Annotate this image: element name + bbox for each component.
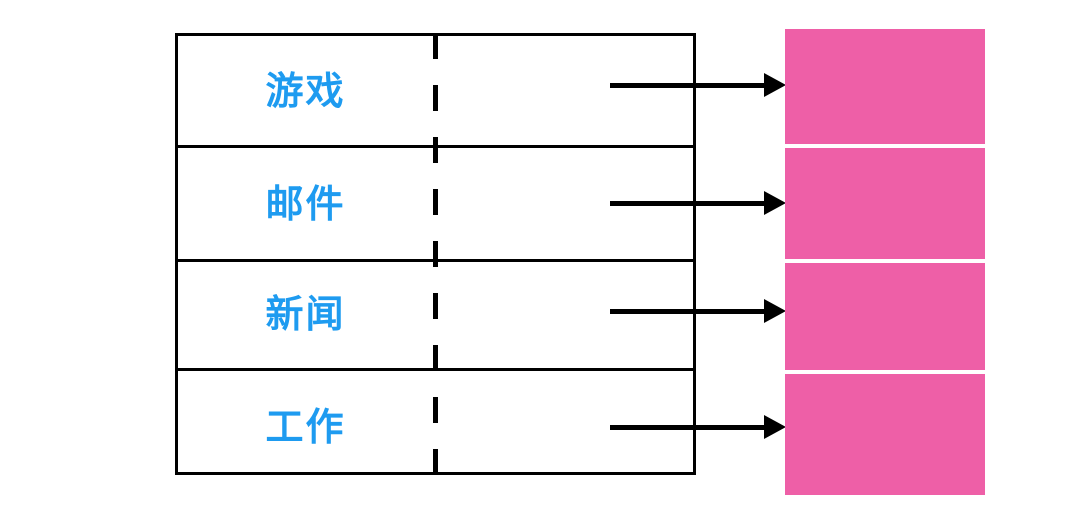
arrow-head xyxy=(764,73,786,97)
pink-block-3[interactable] xyxy=(785,263,985,370)
table-row[interactable]: 新闻 xyxy=(178,262,693,368)
row-label-mail: 邮件 xyxy=(265,182,346,226)
arrow-right-icon-3 xyxy=(610,299,786,323)
pink-block-4[interactable] xyxy=(785,374,985,495)
arrow-shaft xyxy=(610,309,766,314)
arrow-shaft xyxy=(610,201,766,206)
arrow-head xyxy=(764,191,786,215)
row-label-work: 工作 xyxy=(265,405,346,449)
arrow-head xyxy=(764,415,786,439)
arrow-shaft xyxy=(610,83,766,88)
row-label-news: 新闻 xyxy=(265,292,346,336)
pink-block-2[interactable] xyxy=(785,148,985,259)
table-row[interactable]: 邮件 xyxy=(178,148,693,259)
arrow-right-icon-1 xyxy=(610,73,786,97)
table-row[interactable]: 工作 xyxy=(178,371,693,475)
vertical-dashed-divider xyxy=(433,33,438,475)
arrow-right-icon-4 xyxy=(610,415,786,439)
arrow-right-icon-2 xyxy=(610,191,786,215)
pink-block-1[interactable] xyxy=(785,29,985,144)
arrow-head xyxy=(764,299,786,323)
table-row[interactable]: 游戏 xyxy=(178,36,693,145)
row-label-games: 游戏 xyxy=(265,69,346,113)
arrow-shaft xyxy=(610,425,766,430)
